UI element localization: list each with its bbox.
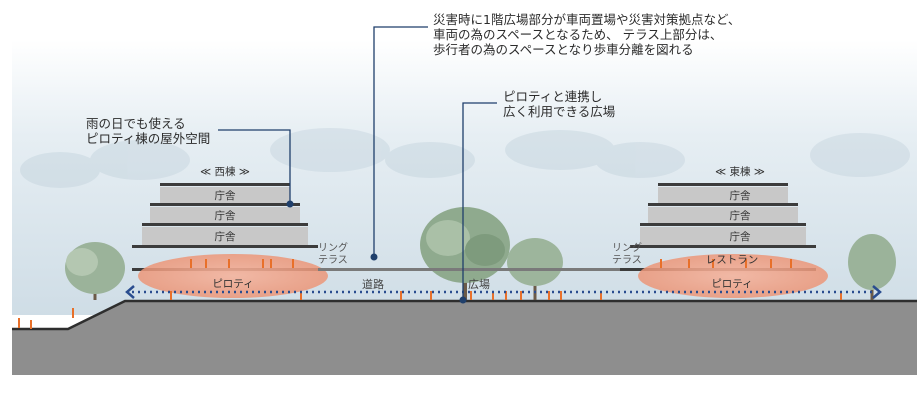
ground-line [12, 299, 917, 331]
top-note-line-1: 災害時に1階広場部分が車両置場や災害対策拠点など、 [433, 12, 741, 27]
ring-terrace-left-line-2: テラス [318, 255, 348, 266]
tree-center-right [507, 238, 563, 300]
tree-right [848, 234, 896, 300]
ring-terrace-left-label: リング テラス [318, 243, 348, 267]
east-floor-2-label: 庁舎 [729, 210, 751, 222]
top-note: 災害時に1階広場部分が車両置場や災害対策拠点など、 車両の為のスペースとなるため… [433, 12, 740, 57]
ground [12, 301, 917, 375]
east-building-title: ≪ 東棟 ≫ [715, 166, 765, 178]
left-note-line-2: ピロティ棟の屋外空間 [86, 131, 211, 146]
left-note: 雨の日でも使える ピロティ棟の屋外空間 [86, 116, 210, 146]
east-floor-1-label: 庁舎 [729, 231, 751, 243]
west-piloti-label: ピロティ [212, 278, 254, 290]
west-piloti-area [138, 254, 328, 298]
west-floor-1-label: 庁舎 [214, 231, 236, 243]
top-note-line-3: 歩行者の為のスペースとなり歩車分離を図れる [433, 42, 694, 57]
left-note-line-1: 雨の日でも使える [86, 116, 186, 131]
background-trees [20, 128, 910, 188]
ring-terrace-right-line-2: テラス [612, 255, 642, 266]
west-floor-2-label: 庁舎 [214, 210, 236, 222]
east-floor-3-label: 庁舎 [729, 190, 751, 202]
west-building [132, 183, 328, 298]
center-note-line-2: 広く利用できる広場 [503, 104, 616, 119]
pedestrian-route-arrow [125, 285, 882, 299]
ring-terrace-right-line-1: リング [612, 243, 642, 254]
east-piloti-area [638, 254, 828, 298]
east-restaurant-label: レストラン [705, 254, 759, 266]
ring-terrace-slab [318, 268, 620, 271]
callout-dots [286, 200, 467, 304]
west-building-title: ≪ 西棟 ≫ [200, 166, 250, 178]
top-note-line-2: 車両の為のスペースとなるため、 テラス上部分は、 [433, 27, 723, 42]
center-note: ピロティと連携し 広く利用できる広場 [503, 89, 615, 119]
plaza-label: 広場 [468, 278, 490, 291]
callout-lines [218, 26, 497, 299]
tree-left [65, 242, 125, 300]
ring-terrace-right-label: リング テラス [612, 243, 642, 267]
tree-center [420, 207, 510, 300]
west-floor-3-label: 庁舎 [214, 190, 236, 202]
road-label: 道路 [362, 278, 384, 291]
east-building [620, 183, 828, 298]
pedestrians [18, 259, 842, 329]
ring-terrace-left-line-1: リング [318, 243, 348, 254]
center-note-line-1: ピロティと連携し [503, 89, 603, 104]
east-piloti-label: ピロティ [711, 278, 753, 290]
